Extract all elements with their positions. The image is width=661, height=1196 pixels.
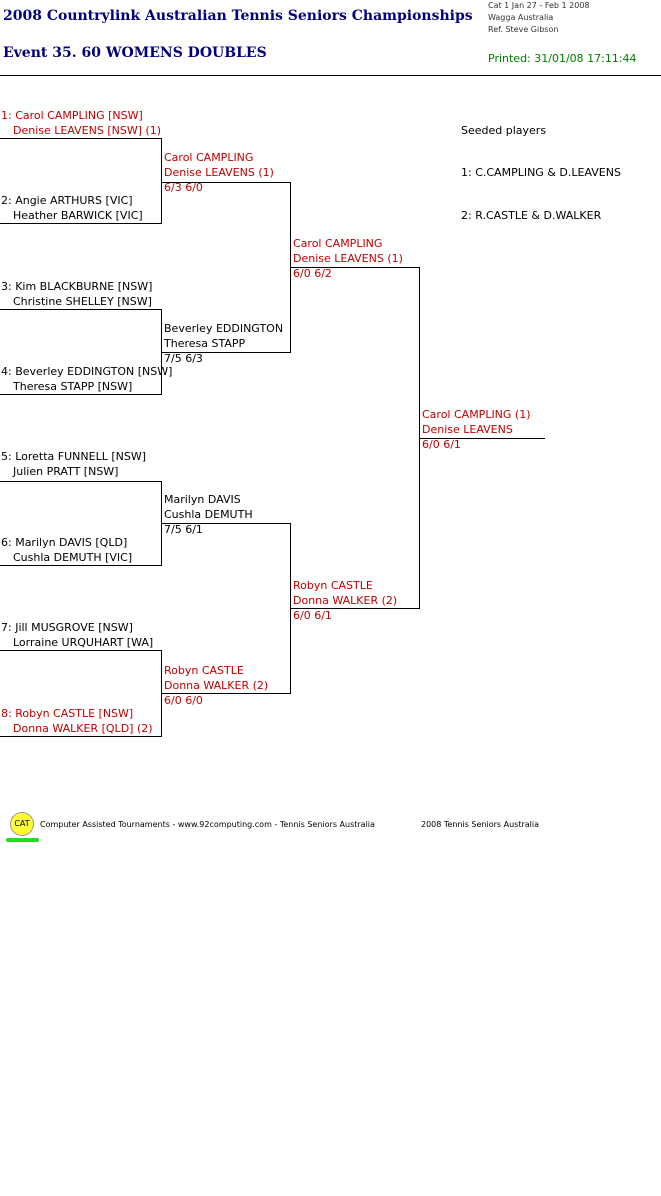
winner-player1: Robyn CASTLE xyxy=(293,579,373,592)
bracket-connector xyxy=(161,138,162,224)
winner-player2: Donna WALKER (2) xyxy=(164,679,269,692)
page-title: 2008 Countrylink Australian Tennis Senio… xyxy=(3,8,473,24)
bracket-line xyxy=(0,565,162,566)
winner-player2: Theresa STAPP xyxy=(164,337,246,350)
entry-player1: 6: Marilyn DAVIS [QLD] xyxy=(1,536,128,549)
entry-player2: Lorraine URQUHART [WA] xyxy=(13,636,154,649)
winner-player1: Carol CAMPLING xyxy=(293,237,383,250)
bracket-line xyxy=(291,608,420,609)
seed-item: 1: C.CAMPLING & D.LEAVENS xyxy=(461,166,621,179)
winner-player2: Denise LEAVENS (1) xyxy=(293,252,403,265)
entry-player2: Heather BARWICK [VIC] xyxy=(13,209,143,222)
bracket-line xyxy=(0,309,162,310)
header-divider xyxy=(0,75,661,76)
winner-player2: Cushla DEMUTH xyxy=(164,508,253,521)
match-score: 6/3 6/0 xyxy=(164,181,203,194)
bracket-line xyxy=(162,523,291,524)
match-score: 6/0 6/0 xyxy=(164,694,203,707)
bracket-line xyxy=(0,394,162,395)
match-score: 7/5 6/1 xyxy=(164,523,203,536)
winner-player2: Donna WALKER (2) xyxy=(293,594,398,607)
bracket-line xyxy=(0,736,162,737)
event-location: Wagga Australia xyxy=(488,13,554,22)
seeded-heading: Seeded players xyxy=(461,124,547,137)
bracket-line xyxy=(162,693,291,694)
bracket-connector xyxy=(161,309,162,395)
event-category-dates: Cat 1 Jan 27 - Feb 1 2008 xyxy=(488,1,590,10)
winner-player1: Marilyn DAVIS xyxy=(164,493,241,506)
entry-player1: 8: Robyn CASTLE [NSW] xyxy=(1,707,134,720)
match-score: 6/0 6/1 xyxy=(293,609,332,622)
footer-credit: Computer Assisted Tournaments - www.92co… xyxy=(40,820,375,829)
entry-player1: 7: Jill MUSGROVE [NSW] xyxy=(1,621,133,634)
bracket-connector xyxy=(161,650,162,737)
winner-player1: Beverley EDDINGTON xyxy=(164,322,284,335)
entry-player2: Christine SHELLEY [NSW] xyxy=(13,295,152,308)
printed-timestamp: Printed: 31/01/08 17:11:44 xyxy=(488,52,637,65)
entry-player2: Denise LEAVENS [NSW] (1) xyxy=(13,124,162,137)
bracket-line xyxy=(162,182,291,183)
bracket-connector xyxy=(419,267,420,609)
bracket-line xyxy=(162,352,291,353)
entry-player1: 4: Beverley EDDINGTON [NSW] xyxy=(1,365,173,378)
bracket-line xyxy=(0,223,162,224)
footer-copyright: 2008 Tennis Seniors Australia xyxy=(421,820,539,829)
bracket-connector xyxy=(161,481,162,566)
bracket-connector xyxy=(290,523,291,694)
bracket-line xyxy=(420,438,545,439)
winner-player2: Denise LEAVENS (1) xyxy=(164,166,274,179)
champion-player1: Carol CAMPLING (1) xyxy=(422,408,531,421)
match-score: 6/0 6/1 xyxy=(422,438,461,451)
entry-player1: 3: Kim BLACKBURNE [NSW] xyxy=(1,280,153,293)
match-score: 7/5 6/3 xyxy=(164,352,203,365)
winner-player1: Carol CAMPLING xyxy=(164,151,254,164)
champion-player2: Denise LEAVENS xyxy=(422,423,513,436)
winner-player1: Robyn CASTLE xyxy=(164,664,244,677)
bracket-line xyxy=(0,138,162,139)
entry-player2: Donna WALKER [QLD] (2) xyxy=(13,722,153,735)
entry-player1: 1: Carol CAMPLING [NSW] xyxy=(1,109,143,122)
entry-player2: Julien PRATT [NSW] xyxy=(13,465,119,478)
entry-player2: Cushla DEMUTH [VIC] xyxy=(13,551,133,564)
match-score: 6/0 6/2 xyxy=(293,267,332,280)
entry-player1: 2: Angie ARTHURS [VIC] xyxy=(1,194,133,207)
entry-player1: 5: Loretta FUNNELL [NSW] xyxy=(1,450,146,463)
bracket-line xyxy=(0,481,162,482)
event-title: Event 35. 60 WOMENS DOUBLES xyxy=(3,45,267,61)
entry-player2: Theresa STAPP [NSW] xyxy=(13,380,133,393)
seed-item: 2: R.CASTLE & D.WALKER xyxy=(461,209,602,222)
logo-underline xyxy=(6,838,39,842)
referee: Ref. Steve Gibson xyxy=(488,25,559,34)
cat-logo-icon: CAT xyxy=(10,812,34,836)
bracket-line xyxy=(0,650,162,651)
bracket-connector xyxy=(290,182,291,353)
bracket-line xyxy=(291,267,420,268)
